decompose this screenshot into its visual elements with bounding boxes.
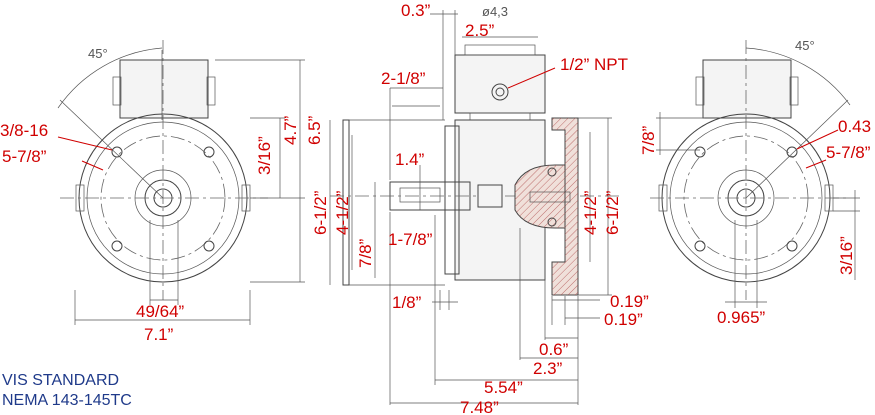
left-angle-label: 45°	[88, 46, 108, 61]
right-angle-label: 45°	[795, 38, 815, 53]
left-bolt-hole	[203, 146, 215, 158]
right-bolt-circle-label: 5-7/8”	[826, 143, 871, 162]
side-dia-outer-left-label: 6-1/2”	[311, 190, 330, 235]
side-section-view	[329, 10, 620, 405]
left-width-a-label: 49/64”	[136, 302, 185, 321]
right-hole-dia-label: 0.43	[838, 117, 871, 136]
left-width-b-label: 7.1”	[144, 325, 174, 344]
right-bolt-hole	[694, 240, 706, 252]
right-offset-label: 3/16”	[837, 236, 856, 275]
side-length-b-label: 7.48”	[460, 398, 499, 415]
side-depth-a-label: 0.6”	[539, 340, 569, 359]
side-flange-thk-label: 1/8”	[392, 293, 422, 312]
side-port-thread-label: 1/2” NPT	[560, 55, 628, 74]
left-bolt-thread-label: 3/8-16	[0, 121, 48, 140]
side-depth-b-label: 2.3”	[533, 359, 563, 378]
side-key-length-label: 1.4”	[395, 150, 425, 169]
left-bolt-hole	[203, 240, 215, 252]
side-rim-b-label: 0.19”	[604, 310, 643, 329]
side-dia-pilot-left-label: 4-1/2”	[333, 190, 352, 235]
side-dia-pilot-right-label: 4-1/2”	[581, 190, 600, 235]
side-port-dia-label: ø4,3	[482, 4, 508, 19]
side-length-a-label: 5.54”	[484, 378, 523, 397]
left-bolt-hole	[111, 240, 123, 252]
side-rim-a-label: 0.19”	[610, 292, 649, 311]
right-conduit-box	[702, 59, 792, 119]
left-height-a-label: 4.7”	[281, 115, 300, 145]
right-bolt-hole	[786, 240, 798, 252]
side-shaft-ext-label: 1-7/8”	[388, 230, 433, 249]
side-dia-outer-right-label: 6-1/2”	[603, 190, 622, 235]
side-port-spacing-label: 2.5”	[465, 21, 495, 40]
title-line-2: NEMA 143-145TC	[2, 392, 132, 409]
right-bolt-hole	[786, 146, 798, 158]
side-shaft-dia-label: 7/8”	[356, 238, 375, 268]
left-bolt-hole	[111, 146, 123, 158]
side-shaft-length-label: 2-1/8”	[381, 69, 426, 88]
side-top-offset-label: 0.3”	[401, 1, 431, 20]
right-bolt-hole	[694, 146, 706, 158]
right-width-label: 0.965”	[717, 308, 766, 327]
left-end-view: 45°	[57, 40, 305, 325]
right-top-offset-label: 7/8”	[639, 125, 658, 155]
left-bolt-circle-label: 5-7/8”	[2, 147, 47, 166]
left-conduit-box	[119, 59, 209, 119]
left-height-b-label: 6.5”	[305, 115, 324, 145]
side-left-flange	[342, 119, 350, 286]
title-line-1: VIS STANDARD	[2, 372, 120, 389]
left-offset-label: 3/16”	[255, 136, 274, 175]
right-end-view: 45°	[650, 38, 860, 308]
